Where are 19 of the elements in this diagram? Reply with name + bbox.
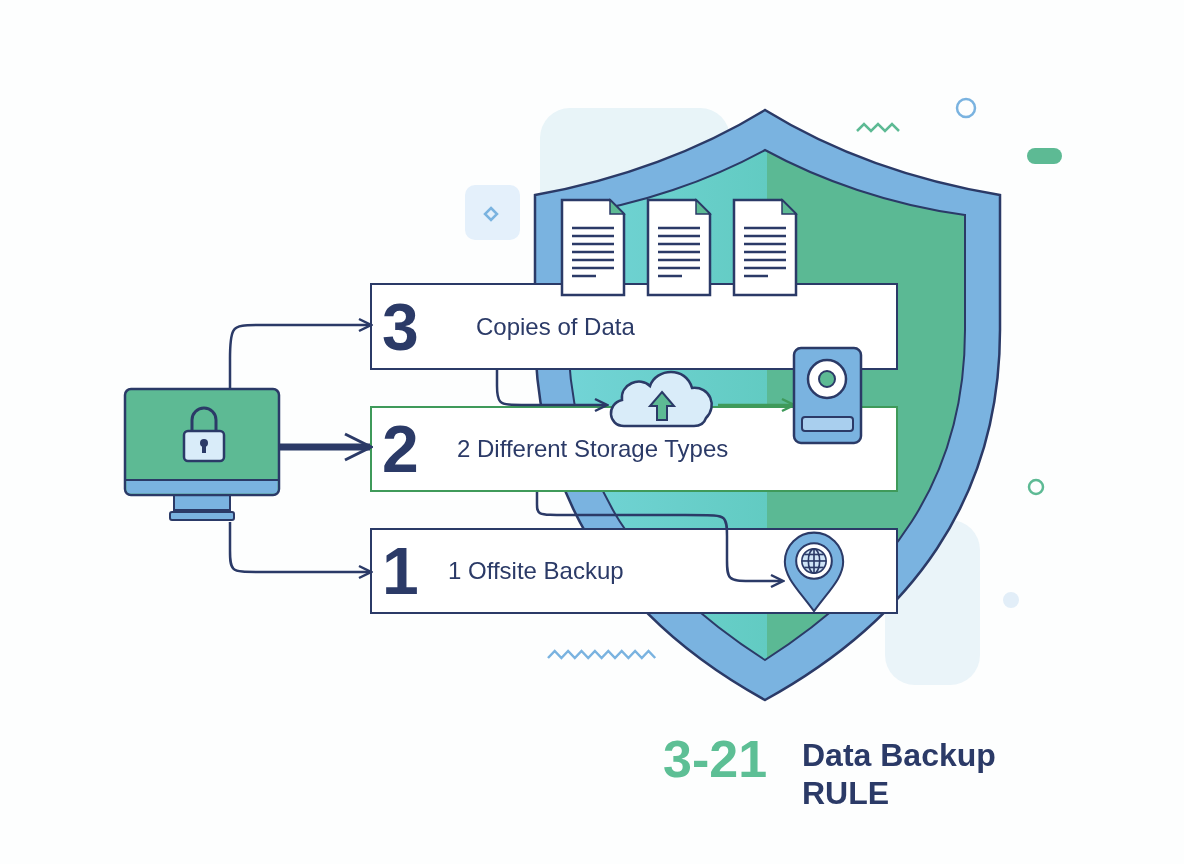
step-number: 2	[382, 416, 419, 482]
connector-arrow	[228, 522, 373, 580]
rule-title: Data Backup RULE	[802, 736, 997, 813]
connector-arrow	[228, 317, 373, 388]
step-number: 3	[382, 293, 419, 360]
step-box	[370, 283, 898, 370]
step-label: Copies of Data	[476, 312, 635, 341]
globe-pin-icon	[781, 530, 846, 612]
step-box	[370, 528, 898, 614]
monitor-drawing	[124, 388, 280, 522]
step-label: 2 Different Storage Types	[457, 434, 729, 464]
connector-arrow	[495, 370, 609, 413]
connector-arrow	[535, 492, 785, 589]
hard-drive-icon	[793, 347, 862, 444]
rule-number: 3-21	[663, 729, 769, 790]
connector-arrow	[718, 397, 796, 413]
step-number: 1	[382, 538, 419, 604]
connector-arrow	[280, 432, 373, 462]
step-label: 1 Offsite Backup	[448, 556, 624, 586]
